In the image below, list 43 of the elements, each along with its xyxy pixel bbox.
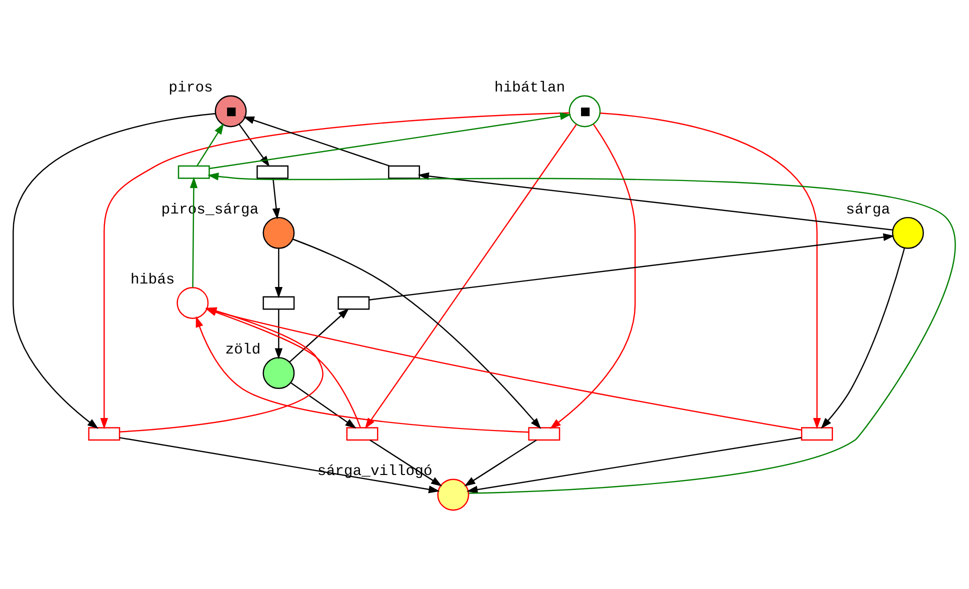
arrow [196,316,529,432]
arrow [820,247,906,428]
arrow [274,248,283,298]
node-circle [892,216,924,248]
arrow [600,112,821,429]
node-circle [176,286,209,318]
arrow [290,382,356,428]
node-box [801,426,833,440]
node-label: sárga [846,202,890,218]
arrow [418,172,893,230]
arrow [12,112,216,428]
node-box [388,164,420,178]
node-box [178,164,210,178]
node-circle [214,94,247,127]
arrow [190,176,198,287]
arrow [464,439,537,486]
arrow [550,123,636,428]
node-circle [437,478,470,510]
node-circle [262,356,295,389]
arrow [208,172,956,494]
node-label: hibás [130,272,175,288]
node-label: zöld [225,342,261,358]
arrow [272,178,280,219]
node-circle [568,94,601,127]
arrow [196,122,224,166]
node-label: piros [168,80,213,96]
node-box [528,426,560,440]
arrow [100,112,570,429]
node-label: hibátlan [494,80,566,96]
arrow [292,238,542,428]
arrow [466,436,802,493]
node-box [338,296,370,310]
node-box [262,296,295,310]
arrow [289,308,350,362]
arrow [369,232,894,300]
arrow [120,436,440,493]
node-box [88,426,120,440]
node-box [346,426,378,440]
node-box [256,164,288,178]
arrow [364,123,578,428]
arrow [274,309,283,359]
arrow [209,112,572,169]
node-circle [262,216,295,248]
